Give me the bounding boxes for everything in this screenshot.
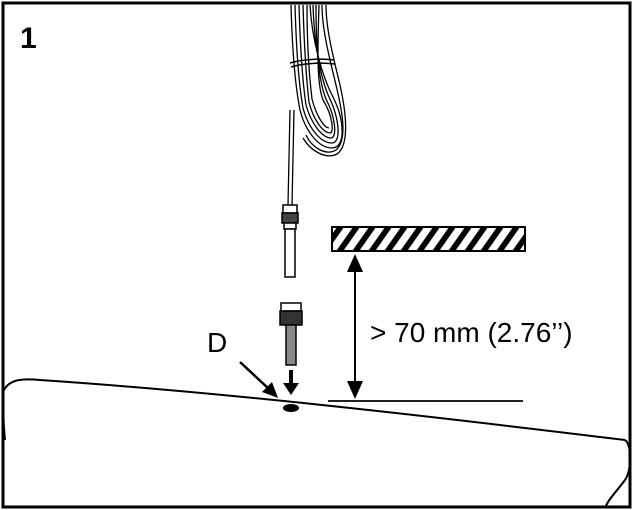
coiled-cable [287,4,347,206]
callout-letter: D [207,327,227,358]
tank-body [2,378,632,507]
clearance-label: > 70 mm (2.76’’) [370,317,573,348]
sensor-hole [283,404,299,412]
overhead-obstruction [331,226,526,252]
insertion-arrow [283,370,299,395]
clearance-dimension-arrow [347,254,363,399]
temperature-sensor-probe [281,204,299,278]
step-number: 1 [20,22,37,55]
callout-arrow [239,361,278,398]
sensor-sleeve [279,302,303,366]
